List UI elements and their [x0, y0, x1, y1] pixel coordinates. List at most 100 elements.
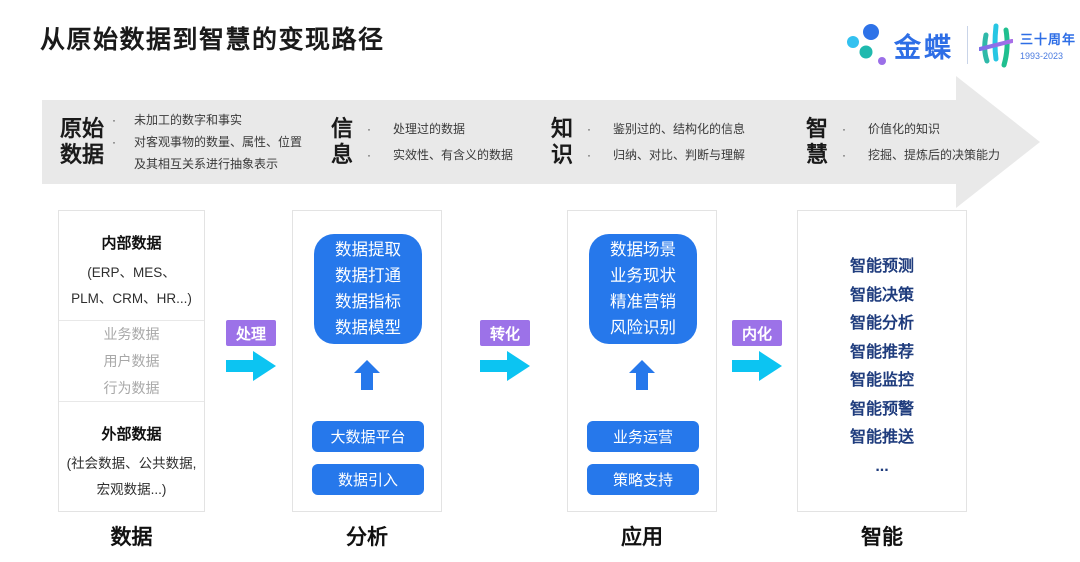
point-text: 对客观事物的数量、属性、位置及其相互关系进行抽象表示	[134, 135, 303, 171]
banner-stage-information: 信 息 · 处理过的数据 · 实效性、有含义的数据	[331, 104, 513, 180]
stage-name-line: 知	[551, 116, 574, 142]
column-label-intelligence: 智能	[861, 526, 903, 549]
bullet: ·	[842, 122, 847, 136]
anniversary-thirty-icon	[979, 23, 1013, 68]
process-line: 数据场景	[610, 241, 676, 259]
intelligence-item: 智能分析	[849, 315, 914, 332]
bullet: ·	[842, 148, 847, 162]
right-arrow-icon	[732, 351, 782, 381]
stage-points: · 处理过的数据 · 实效性、有含义的数据	[367, 116, 513, 168]
banner-arrow-body	[42, 100, 958, 184]
intelligence-item: 智能预测	[849, 258, 914, 275]
column-label-application: 应用	[621, 526, 663, 549]
stage-name-line: 信	[331, 116, 354, 142]
intelligence-item: ...	[875, 457, 889, 475]
anniversary-title: 三十周年	[1020, 32, 1077, 47]
stage-point: · 处理过的数据	[367, 116, 513, 142]
stage-point: · 对客观事物的数量、属性、位置及其相互关系进行抽象表示	[112, 131, 306, 175]
stage-name: 原始 数据	[60, 116, 104, 168]
process-line: 数据模型	[335, 319, 401, 337]
bullet: ·	[367, 148, 372, 162]
application-box: 数据场景 业务现状 精准营销 风险识别 业务运营 策略支持	[567, 210, 717, 512]
point-text: 归纳、对比、判断与理解	[613, 148, 746, 162]
point-text: 鉴别过的、结构化的信息	[613, 122, 746, 136]
external-data-title: 外部数据	[101, 426, 162, 443]
intelligence-item: 智能推送	[849, 429, 914, 446]
business-operation-pill: 业务运营	[587, 421, 699, 452]
intelligence-list: 智能预测 智能决策 智能分析 智能推荐 智能监控 智能预警 智能推送 ...	[798, 211, 966, 481]
process-line: 数据提取	[335, 241, 401, 259]
kingdee-dots-icon	[847, 24, 886, 65]
bullet: ·	[587, 122, 592, 136]
process-line: 业务现状	[610, 267, 676, 285]
data-type-item: 业务数据	[103, 325, 160, 342]
internal-data-title: 内部数据	[101, 235, 162, 252]
data-sources-box: 内部数据 (ERP、MES、PLM、CRM、HR...) 业务数据 用户数据 行…	[58, 210, 205, 512]
stage-point: · 未加工的数字和事实	[112, 109, 306, 131]
stage-point: · 鉴别过的、结构化的信息	[587, 116, 745, 142]
stage-points: · 价值化的知识 · 挖掘、提炼后的决策能力	[842, 116, 1000, 168]
internal-data-subtitle: (ERP、MES、PLM、CRM、HR...)	[71, 265, 192, 306]
stage-points: · 未加工的数字和事实 · 对客观事物的数量、属性、位置及其相互关系进行抽象表示	[112, 109, 306, 175]
analysis-process-box: 数据提取 数据打通 数据指标 数据模型	[314, 234, 422, 344]
up-arrow-icon	[354, 360, 380, 390]
data-type-item: 行为数据	[103, 379, 160, 396]
banner-stage-raw-data: 原始 数据 · 未加工的数字和事实 · 对客观事物的数量、属性、位置及其相互关系…	[60, 104, 306, 180]
up-arrow-icon	[629, 360, 655, 390]
column-label-data: 数据	[110, 526, 153, 549]
brand-name: 金蝶	[894, 32, 954, 63]
bullet: ·	[112, 135, 117, 149]
bullet: ·	[587, 148, 592, 162]
brand-area: 金蝶 三十周年 1993-2023	[844, 18, 1076, 72]
data-import-pill: 数据引入	[312, 464, 424, 495]
logo-divider	[967, 26, 968, 64]
stage-name-line: 智	[806, 116, 829, 142]
process-line: 精准营销	[610, 293, 676, 311]
anniversary-text: 三十周年 1993-2023	[1020, 29, 1076, 61]
bullet: ·	[367, 122, 372, 136]
right-arrow-icon	[480, 351, 530, 381]
application-process-box: 数据场景 业务现状 精准营销 风险识别	[589, 234, 697, 344]
stage-name: 信 息	[331, 116, 353, 168]
stage-point: · 挖掘、提炼后的决策能力	[842, 142, 1000, 168]
intelligence-item: 智能决策	[849, 286, 914, 304]
stage-point: · 价值化的知识	[842, 116, 1000, 142]
platform-pill: 大数据平台	[312, 421, 424, 452]
external-data-section: 外部数据 (社会数据、公共数据, 宏观数据...)	[59, 402, 204, 503]
point-text: 挖掘、提炼后的决策能力	[868, 148, 1001, 162]
point-text: 价值化的知识	[868, 122, 941, 136]
intelligence-item: 智能预警	[849, 400, 914, 418]
process-line: 数据指标	[335, 293, 401, 311]
stage-name-line: 慧	[806, 142, 829, 167]
intelligence-item: 智能监控	[849, 372, 914, 389]
intelligence-item: 智能推荐	[849, 343, 914, 361]
point-text: 实效性、有含义的数据	[393, 148, 514, 162]
process-line: 风险识别	[610, 319, 676, 337]
analysis-box: 数据提取 数据打通 数据指标 数据模型 大数据平台 数据引入	[292, 210, 442, 512]
external-data-subtitle: (社会数据、公共数据, 宏观数据...)	[66, 456, 197, 497]
internal-data-section: 内部数据 (ERP、MES、PLM、CRM、HR...)	[59, 211, 204, 321]
banner-stage-wisdom: 智 慧 · 价值化的知识 · 挖掘、提炼后的决策能力	[806, 104, 1000, 180]
data-type-item: 用户数据	[103, 352, 160, 369]
stage-name-line: 数据	[60, 142, 105, 167]
stage-name: 知 识	[551, 116, 573, 168]
stage-point: · 实效性、有含义的数据	[367, 142, 513, 168]
column-label-analysis: 分析	[346, 526, 388, 549]
stage-name-line: 识	[551, 142, 574, 167]
stage-name: 智 慧	[806, 116, 828, 168]
point-text: 处理过的数据	[393, 122, 466, 136]
data-types-section: 业务数据 用户数据 行为数据	[59, 321, 204, 402]
stage-points: · 鉴别过的、结构化的信息 · 归纳、对比、判断与理解	[587, 116, 745, 168]
bullet: ·	[112, 113, 117, 127]
page-title: 从原始数据到智慧的变现路径	[40, 26, 385, 54]
right-arrow-icon	[226, 351, 276, 381]
process-line: 数据打通	[335, 267, 401, 285]
step-label-internalize: 内化	[732, 320, 782, 346]
strategy-support-pill: 策略支持	[587, 464, 699, 495]
stage-name-line: 原始	[60, 116, 105, 142]
intelligence-box: 智能预测 智能决策 智能分析 智能推荐 智能监控 智能预警 智能推送 ...	[797, 210, 967, 512]
step-label-process: 处理	[226, 320, 276, 346]
banner-stage-knowledge: 知 识 · 鉴别过的、结构化的信息 · 归纳、对比、判断与理解	[551, 104, 745, 180]
stage-point: · 归纳、对比、判断与理解	[587, 142, 745, 168]
